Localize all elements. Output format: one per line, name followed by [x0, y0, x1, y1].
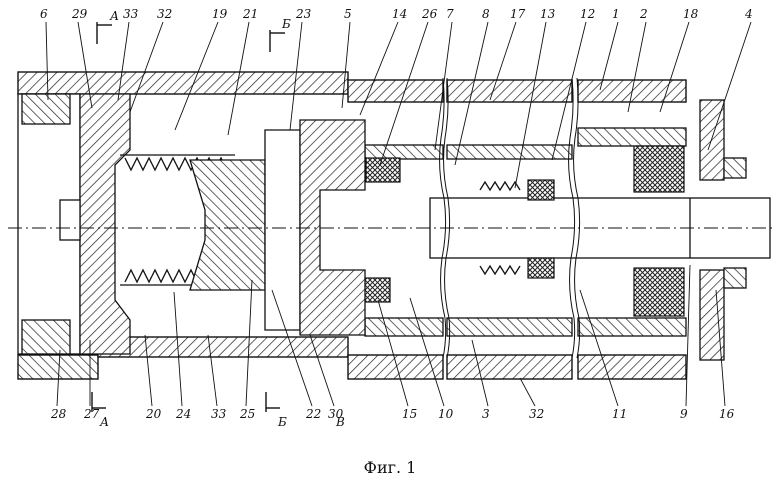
- part-number-label: 17: [510, 7, 526, 21]
- part-number-label: 5: [344, 7, 352, 21]
- part-number-label: 20: [145, 407, 162, 421]
- part-number-label: 22: [305, 407, 321, 421]
- piston-rod: [430, 198, 770, 258]
- part-number-label: 25: [239, 407, 255, 421]
- part-number-label: 10: [438, 407, 454, 421]
- wedge-cone-body: [190, 120, 365, 335]
- part-number-label: 9: [680, 407, 688, 421]
- part-number-label: 18: [683, 7, 699, 21]
- part-number-label: 7: [446, 7, 454, 21]
- leader-line: [580, 290, 618, 406]
- svg-text:Б: Б: [277, 415, 287, 429]
- figure-caption: Фиг. 1: [0, 458, 780, 477]
- part-number-label: 8: [482, 7, 490, 21]
- part-number-label: 26: [421, 7, 438, 21]
- part-number-label: 21: [242, 7, 258, 21]
- part-number-label: 27: [83, 407, 100, 421]
- part-number-label: 1: [612, 7, 620, 21]
- svg-text:Б: Б: [281, 17, 291, 31]
- part-number-label: 33: [123, 7, 139, 21]
- leader-line: [708, 22, 751, 150]
- part-number-label: 16: [719, 407, 735, 421]
- part-number-label: 32: [529, 407, 544, 421]
- leader-line: [520, 378, 535, 406]
- part-number-label: 15: [402, 407, 417, 421]
- part-number-label: 33: [211, 407, 227, 421]
- section-mark-b-top: Б: [270, 17, 291, 52]
- part-number-label: 23: [295, 7, 312, 21]
- part-number-label: 30: [328, 407, 344, 421]
- part-number-label: 2: [639, 7, 648, 21]
- svg-text:А: А: [99, 415, 109, 429]
- section-mark-a-top: А: [97, 9, 119, 44]
- leader-line: [130, 22, 163, 112]
- part-number-label: 13: [540, 7, 556, 21]
- part-number-label: 11: [612, 407, 627, 421]
- part-number-label: 12: [580, 7, 595, 21]
- leader-line: [410, 298, 444, 406]
- section-mark-b-bottom: Б: [266, 392, 287, 429]
- part-number-label: 19: [212, 7, 228, 21]
- part-number-label: 24: [175, 407, 191, 421]
- leader-line: [378, 300, 408, 406]
- svg-text:А: А: [109, 9, 119, 23]
- part-number-label: 32: [157, 7, 172, 21]
- left-end-block: [18, 94, 130, 354]
- part-number-label: 3: [482, 407, 490, 421]
- part-number-label: 28: [50, 407, 67, 421]
- part-number-label: 6: [40, 7, 48, 21]
- leader-line: [515, 22, 546, 188]
- part-number-label: 4: [744, 7, 753, 21]
- part-number-label: 29: [71, 7, 88, 21]
- part-number-label: 14: [392, 7, 407, 21]
